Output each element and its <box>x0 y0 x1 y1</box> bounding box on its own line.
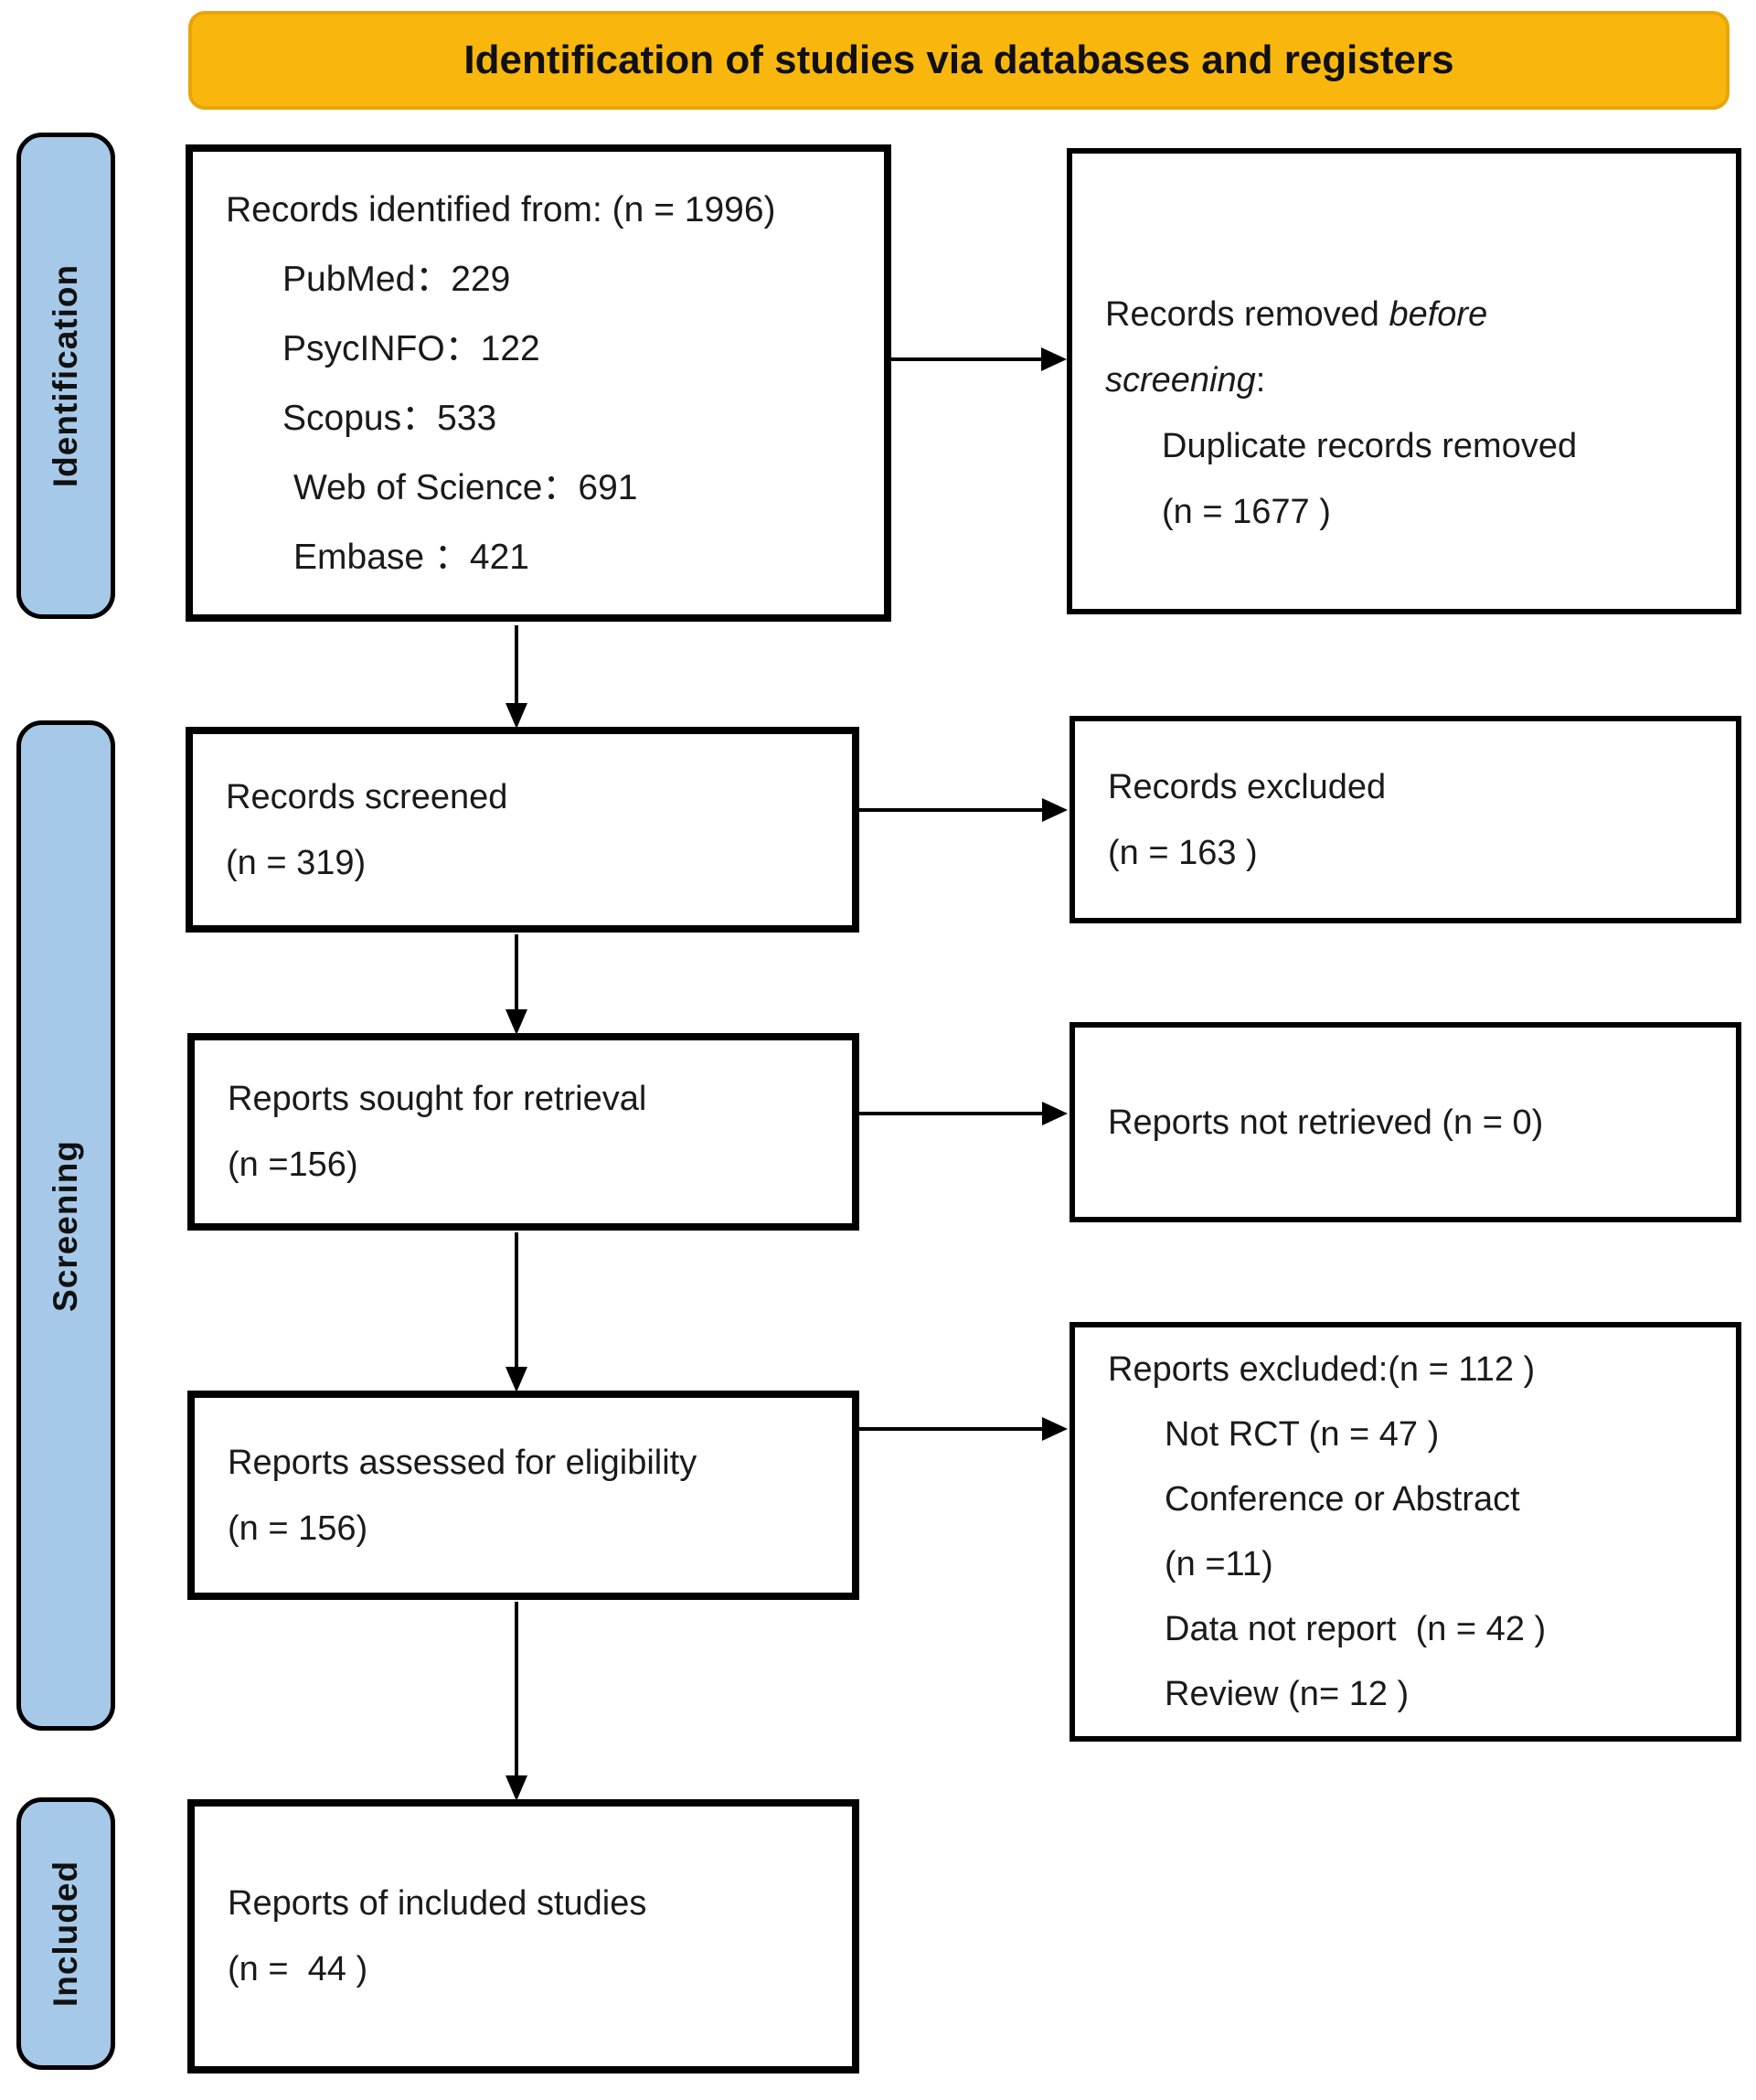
box-records-identified: Records identified from: (n = 1996) PubMe… <box>186 144 891 622</box>
box-text-line: Reports assessed for eligibility <box>195 1430 852 1496</box>
text-segment: Review (n= 12 ) <box>1165 1674 1410 1713</box>
text-segment: Records removed <box>1105 295 1389 334</box>
text-segment: Reports of included studies <box>228 1884 647 1923</box>
box-reports-excluded-text: Reports excluded:(n = 112 ) Not RCT (n = … <box>1075 1327 1736 1736</box>
stage-bar-identification: Identification <box>16 133 115 619</box>
box-text-line: Not RCT (n = 47 ) <box>1075 1402 1736 1467</box>
box-text-line: screening: <box>1072 347 1736 413</box>
box-text-line: (n = 44 ) <box>195 1936 852 2002</box>
box-text-line: (n =156) <box>195 1132 852 1198</box>
text-segment: Records identified from: (n = 1996) <box>226 190 776 229</box>
text-segment: Records screened <box>226 777 508 816</box>
text-segment: (n = 44 ) <box>228 1950 368 1988</box>
box-text-line: Data not report (n = 42 ) <box>1075 1597 1736 1662</box>
text-segment: Reports assessed for eligibility <box>228 1443 697 1482</box>
box-text-line: Scopus：533 <box>193 384 884 453</box>
text-segment: Reports sought for retrieval <box>228 1080 647 1118</box>
italic-text-segment: before <box>1389 295 1488 334</box>
arrow-assessed-to-excluded <box>859 1417 1068 1441</box>
box-text-line: PsycINFO：122 <box>193 314 884 384</box>
text-segment: PubMed：229 <box>282 260 511 299</box>
text-segment: Not RCT (n = 47 ) <box>1165 1414 1440 1454</box>
box-included-studies: Reports of included studies (n = 44 ) <box>187 1799 859 2073</box>
box-reports-sought: Reports sought for retrieval (n =156) <box>187 1033 859 1231</box>
text-segment: Reports excluded:(n = 112 ) <box>1108 1349 1536 1389</box>
box-text-line: Duplicate records removed <box>1072 413 1736 479</box>
text-segment: Reports not retrieved (n = 0) <box>1108 1103 1544 1142</box>
box-text-line: (n = 163 ) <box>1075 820 1736 886</box>
text-segment: Data not report (n = 42 ) <box>1165 1609 1547 1648</box>
text-segment: Conference or Abstract <box>1165 1479 1520 1519</box>
box-text-line: (n = 319) <box>193 830 852 896</box>
text-segment: Scopus：533 <box>282 399 497 438</box>
box-text-line: Embase ：421 <box>193 523 884 592</box>
text-segment: Web of Science：691 <box>293 468 638 507</box>
stage-bar-included: Included <box>16 1797 115 2070</box>
box-reports-not-retrieved-text: Reports not retrieved (n = 0) <box>1075 1028 1736 1217</box>
arrow-screened-to-excluded <box>859 798 1068 822</box>
box-records-identified-text: Records identified from: (n = 1996) PubMe… <box>193 152 884 614</box>
box-text-line: Reports of included studies <box>195 1871 852 1936</box>
box-included-studies-text: Reports of included studies (n = 44 ) <box>195 1807 852 2066</box>
arrow-identified-to-screened <box>506 625 527 729</box>
text-segment: (n = 163 ) <box>1108 833 1258 872</box>
stage-bar-screening: Screening <box>16 720 115 1731</box>
diagram-title-banner: Identification of studies via databases … <box>188 11 1729 110</box>
text-segment: (n =156) <box>228 1146 358 1184</box>
arrow-sought-to-assessed <box>506 1232 527 1392</box>
box-text-line: Reports not retrieved (n = 0) <box>1075 1090 1736 1156</box>
box-text-line: Records screened <box>193 764 852 830</box>
box-records-excluded: Records excluded (n = 163 ) <box>1070 716 1741 923</box>
text-segment: : <box>1255 361 1266 400</box>
stage-label-screening: Screening <box>47 1139 84 1312</box>
box-text-line: Records identified from: (n = 1996) <box>193 176 884 245</box>
box-text-line: (n =11) <box>1075 1532 1736 1597</box>
stage-label-included: Included <box>47 1860 84 2008</box>
box-text-line: Reports excluded:(n = 112 ) <box>1075 1338 1736 1402</box>
diagram-title: Identification of studies via databases … <box>463 37 1454 82</box>
arrow-sought-to-not-retrieved <box>859 1102 1068 1125</box>
text-segment: Records excluded <box>1108 767 1387 806</box>
box-reports-assessed: Reports assessed for eligibility (n = 156… <box>187 1391 859 1600</box>
text-segment: (n = 319) <box>226 843 367 882</box>
box-text-line: (n = 156) <box>195 1496 852 1562</box>
arrow-screened-to-sought <box>506 934 527 1035</box>
box-text-line: Records removed before <box>1072 282 1736 347</box>
box-text-line: (n = 1677 ) <box>1072 479 1736 545</box>
box-reports-assessed-text: Reports assessed for eligibility (n = 156… <box>195 1398 852 1593</box>
text-segment: (n =11) <box>1165 1544 1273 1583</box>
text-segment: Duplicate records removed <box>1162 427 1578 465</box>
box-records-screened-text: Records screened (n = 319) <box>193 734 852 925</box>
box-reports-not-retrieved: Reports not retrieved (n = 0) <box>1070 1022 1741 1222</box>
box-text-line: Web of Science：691 <box>193 453 884 523</box>
text-segment: (n = 156) <box>228 1508 368 1548</box>
text-segment: Embase ：421 <box>293 538 529 577</box>
box-records-excluded-text: Records excluded (n = 163 ) <box>1075 721 1736 918</box>
arrow-assessed-to-included <box>506 1602 527 1801</box>
box-reports-excluded: Reports excluded:(n = 112 ) Not RCT (n = … <box>1070 1322 1741 1742</box>
text-segment: (n = 1677 ) <box>1162 493 1331 531</box>
box-text-line: Conference or Abstract <box>1075 1467 1736 1532</box>
box-text-line: Records excluded <box>1075 754 1736 820</box>
text-segment: PsycINFO：122 <box>282 329 540 368</box>
box-records-screened: Records screened (n = 319) <box>186 727 859 933</box>
box-text-line: Reports sought for retrieval <box>195 1066 852 1132</box>
stage-label-identification: Identification <box>47 263 85 488</box>
box-reports-sought-text: Reports sought for retrieval (n =156) <box>195 1040 852 1223</box>
box-text-line: Review (n= 12 ) <box>1075 1662 1736 1727</box>
italic-text-segment: screening <box>1105 361 1256 400</box>
arrow-identified-to-removed <box>891 347 1067 371</box>
box-text-line: PubMed：229 <box>193 245 884 314</box>
